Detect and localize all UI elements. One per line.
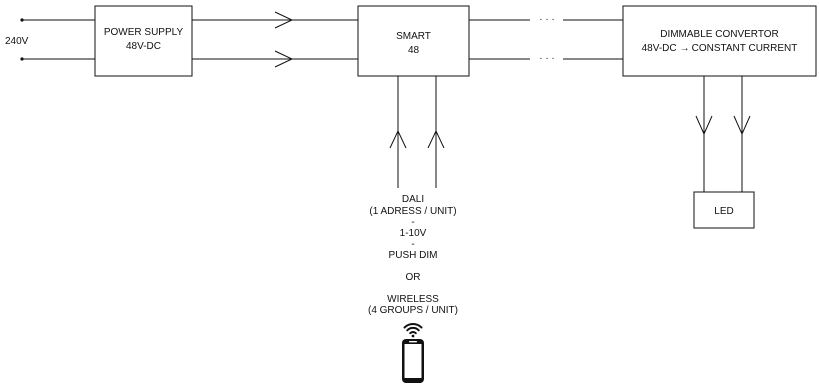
dc-arrow-top: [274, 11, 294, 29]
control-arrow-right: [427, 129, 445, 149]
control-arrow-left: [389, 129, 407, 149]
convertor-arrow-label: →: [680, 43, 690, 54]
smart-box: [357, 5, 470, 77]
convertor-spec-label: 48V-DC→CONSTANT CURRENT: [642, 43, 798, 54]
led-label: LED: [714, 206, 733, 217]
input-terminal-top: [20, 18, 24, 22]
separator-2: -: [411, 239, 414, 250]
dc-arrow-bottom: [274, 50, 294, 68]
led-arrow-left: [695, 115, 713, 136]
dali-label: DALI: [402, 194, 424, 205]
or-label: OR: [406, 272, 421, 283]
wifi-icon: [403, 323, 423, 338]
continuation-dots-top: · · ·: [539, 14, 555, 25]
convertor-input-label: 48V-DC: [642, 43, 677, 54]
smartphone-icon: [402, 339, 424, 383]
convertor-output-label: CONSTANT CURRENT: [692, 43, 798, 54]
wireless-note: (4 GROUPS / UNIT): [368, 305, 458, 316]
push-dim-label: PUSH DIM: [389, 250, 438, 261]
power-supply-label: POWER SUPPLY: [104, 27, 184, 38]
power-supply-output-label: 48V-DC: [126, 41, 161, 52]
led-arrow-right: [733, 115, 751, 136]
analog-1-10v-label: 1-10V: [400, 228, 427, 239]
continuation-dots-bottom: · · ·: [539, 53, 555, 64]
wireless-label: WIRELESS: [387, 294, 439, 305]
smart-model-label: 48: [408, 45, 420, 56]
power-supply-box: [94, 5, 193, 77]
convertor-box: [622, 5, 817, 77]
smart-label: SMART: [396, 31, 431, 42]
led-box: [693, 191, 755, 229]
separator-1: -: [411, 217, 414, 228]
input-voltage-label: 240V: [5, 36, 29, 47]
dali-note: (1 ADRESS / UNIT): [369, 206, 456, 217]
convertor-label: DIMMABLE CONVERTOR: [660, 29, 779, 40]
input-terminal-bottom: [20, 57, 24, 61]
